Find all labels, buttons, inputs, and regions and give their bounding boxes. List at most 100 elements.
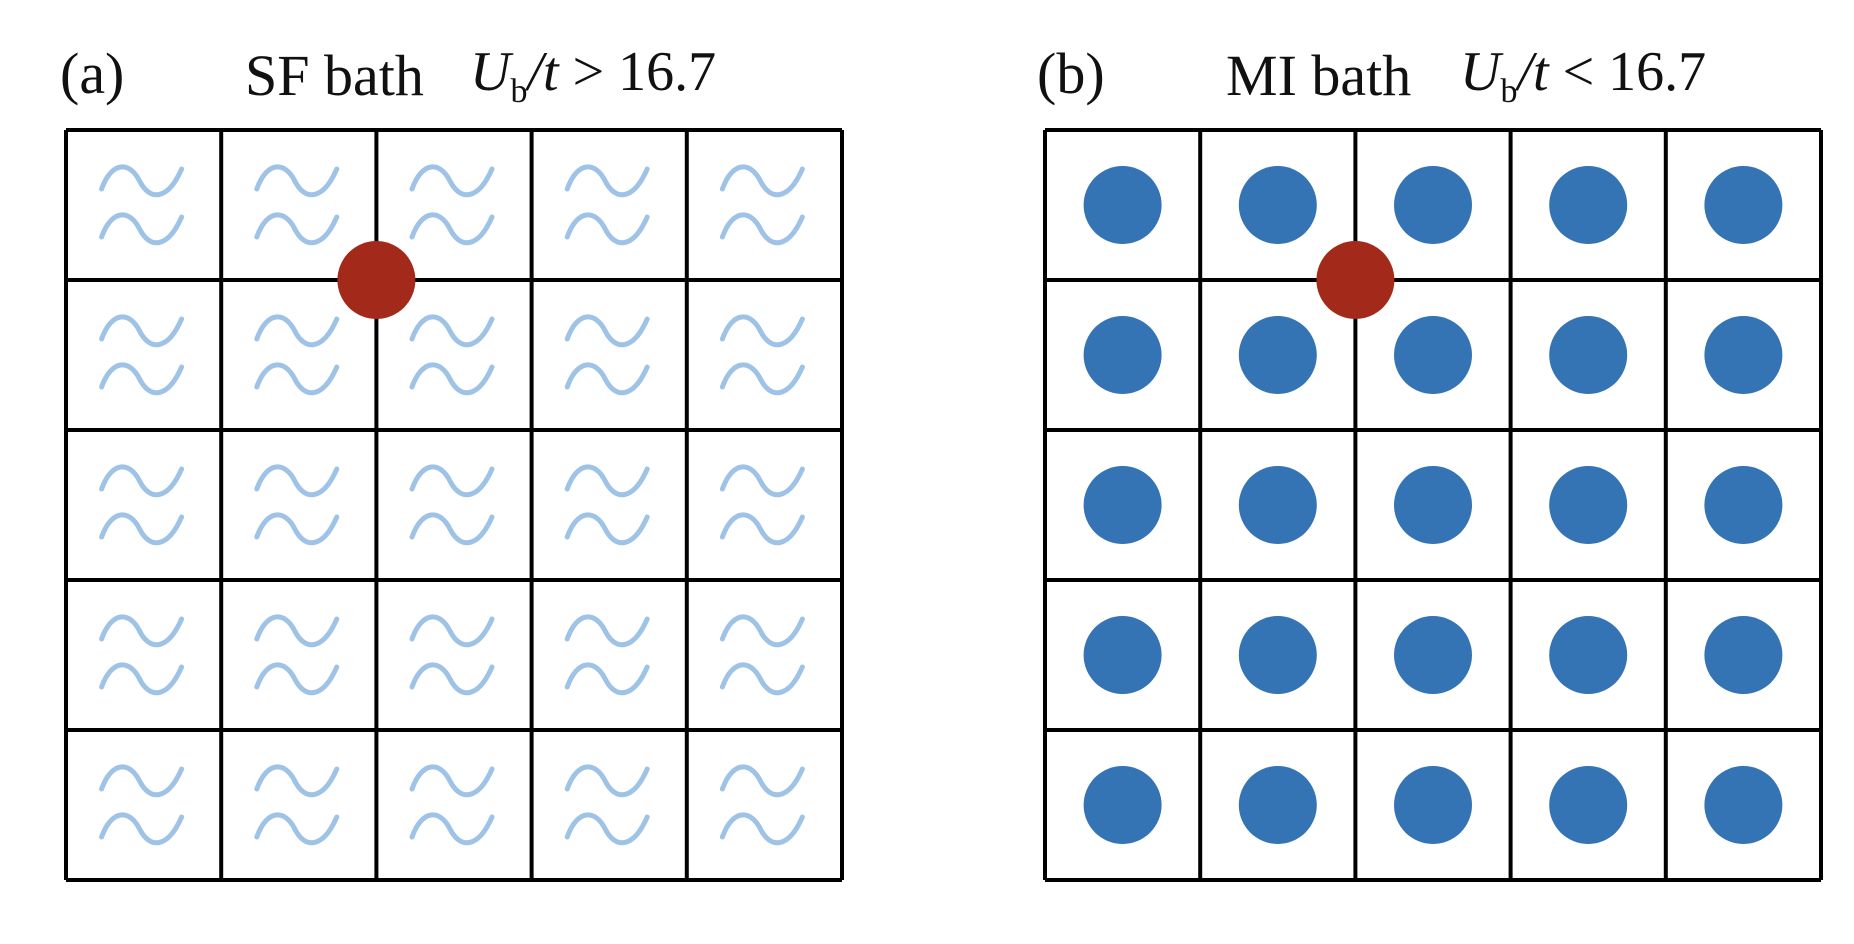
bath-atom — [1549, 616, 1628, 694]
wave-line — [254, 614, 340, 648]
wave-line — [99, 662, 185, 696]
condition-relation: > 16.7 — [572, 41, 717, 103]
wave-line — [719, 212, 805, 246]
wave-line — [719, 314, 805, 348]
bath-atom — [1083, 316, 1162, 394]
panel-letter: (b) — [1037, 41, 1105, 106]
wave-line — [409, 314, 495, 348]
panel-condition: Ub/t > 16.7 — [470, 40, 716, 111]
wave-line — [254, 212, 340, 246]
wave-pair-icon — [564, 764, 650, 846]
wave-line — [564, 464, 650, 498]
bath-atom — [1704, 316, 1783, 394]
bath-atom — [1083, 466, 1162, 544]
wave-line — [719, 164, 805, 198]
bath-atom — [1238, 616, 1317, 694]
wave-line — [99, 164, 185, 198]
wave-line — [719, 614, 805, 648]
panel-letter: (a) — [60, 41, 125, 106]
wave-line — [254, 812, 340, 846]
wave-line — [409, 662, 495, 696]
wave-line — [409, 764, 495, 798]
wave-line — [719, 662, 805, 696]
bath-atom — [1394, 616, 1472, 694]
wave-line — [564, 314, 650, 348]
wave-pair-icon — [409, 164, 495, 246]
wave-line — [719, 812, 805, 846]
wave-line — [719, 764, 805, 798]
bath-atom — [1083, 766, 1162, 844]
wave-line — [254, 164, 340, 198]
wave-line — [99, 764, 185, 798]
wave-pair-icon — [254, 314, 340, 396]
wave-line — [719, 362, 805, 396]
wave-line — [564, 764, 650, 798]
wave-line — [564, 614, 650, 648]
bath-atom — [1704, 166, 1783, 244]
wave-pair-icon — [254, 464, 340, 546]
wave-line — [564, 164, 650, 198]
bath-atom — [1394, 466, 1472, 544]
wave-line — [254, 362, 340, 396]
bath-atom — [1238, 466, 1317, 544]
wave-line — [564, 212, 650, 246]
wave-line — [99, 464, 185, 498]
condition-relation: < 16.7 — [1562, 41, 1707, 103]
impurity-atom — [1316, 241, 1395, 319]
wave-line — [409, 362, 495, 396]
wave-pair-icon — [719, 764, 805, 846]
wave-pair-icon — [409, 314, 495, 396]
wave-line — [99, 362, 185, 396]
wave-line — [99, 512, 185, 546]
wave-line — [409, 812, 495, 846]
panel-title: SF bath — [245, 43, 424, 108]
bath-atom — [1704, 766, 1783, 844]
bath-atom — [1704, 616, 1783, 694]
panel-title: MI bath — [1226, 43, 1412, 108]
wave-pair-icon — [409, 464, 495, 546]
bath-atom — [1083, 616, 1162, 694]
wave-pair-icon — [254, 764, 340, 846]
bath-atom — [1549, 316, 1628, 394]
wave-line — [254, 314, 340, 348]
wave-line — [99, 212, 185, 246]
wave-pair-icon — [564, 164, 650, 246]
bath-atom — [1549, 466, 1628, 544]
bath-atom — [1238, 766, 1317, 844]
wave-line — [409, 614, 495, 648]
wave-pair-icon — [254, 614, 340, 696]
wave-line — [99, 314, 185, 348]
wave-pair-icon — [99, 464, 185, 546]
wave-pair-icon — [254, 164, 340, 246]
wave-pair-icon — [409, 614, 495, 696]
wave-pair-icon — [99, 614, 185, 696]
wave-line — [409, 464, 495, 498]
wave-line — [409, 512, 495, 546]
wave-line — [719, 512, 805, 546]
wave-line — [254, 662, 340, 696]
impurity-atom — [337, 241, 416, 319]
wave-pair-icon — [99, 164, 185, 246]
wave-line — [564, 812, 650, 846]
wave-pair-icon — [719, 614, 805, 696]
bath-atom — [1083, 166, 1162, 244]
wave-line — [409, 212, 495, 246]
bath-atom — [1549, 166, 1628, 244]
bath-atom — [1704, 466, 1783, 544]
condition-symbol: Ub/t — [470, 41, 559, 111]
bath-atom — [1549, 766, 1628, 844]
bath-atom — [1394, 316, 1472, 394]
wave-pair-icon — [564, 314, 650, 396]
panel-condition: Ub/t < 16.7 — [1460, 40, 1706, 111]
wave-pair-icon — [99, 764, 185, 846]
wave-line — [719, 464, 805, 498]
condition-symbol: Ub/t — [1460, 41, 1549, 111]
wave-line — [564, 512, 650, 546]
wave-line — [254, 464, 340, 498]
wave-pair-icon — [719, 164, 805, 246]
sf-lattice — [64, 128, 844, 882]
wave-pair-icon — [564, 614, 650, 696]
wave-line — [254, 764, 340, 798]
bath-atom — [1394, 166, 1472, 244]
wave-line — [254, 512, 340, 546]
